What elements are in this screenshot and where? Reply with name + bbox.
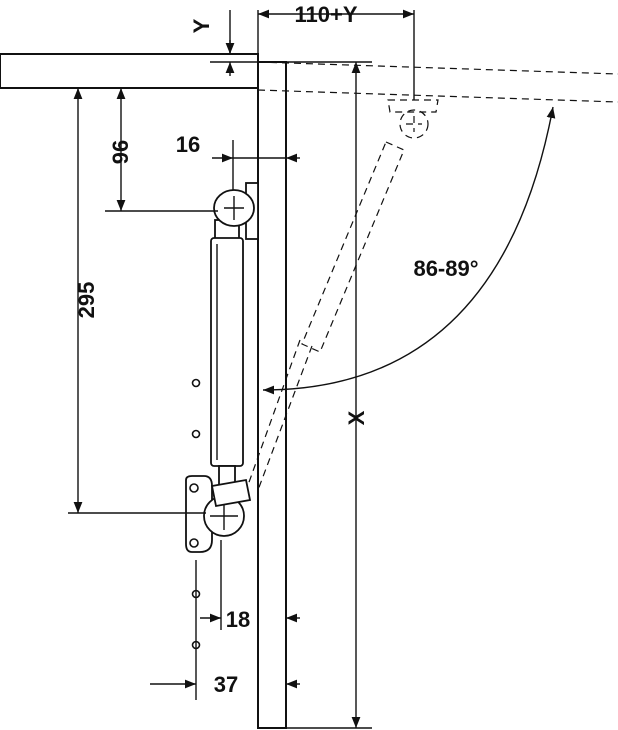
carcase-top-panel [0, 53, 259, 89]
label-295: 295 [74, 282, 99, 319]
label-angle: 86-89° [413, 256, 478, 281]
flap-closed [257, 61, 287, 729]
label-x: X [344, 410, 369, 425]
label-y: Y [189, 18, 214, 33]
angle-arc [262, 106, 556, 395]
carcase-mounting-plate [185, 475, 252, 553]
label-18: 18 [226, 607, 250, 632]
label-96: 96 [108, 140, 133, 164]
flap-open-outline [257, 61, 618, 103]
label-16: 16 [176, 132, 200, 157]
extension-lines [68, 10, 415, 729]
label-37: 37 [214, 672, 238, 697]
label-110y: 110+Y [294, 2, 357, 27]
gas-strut [210, 189, 255, 487]
